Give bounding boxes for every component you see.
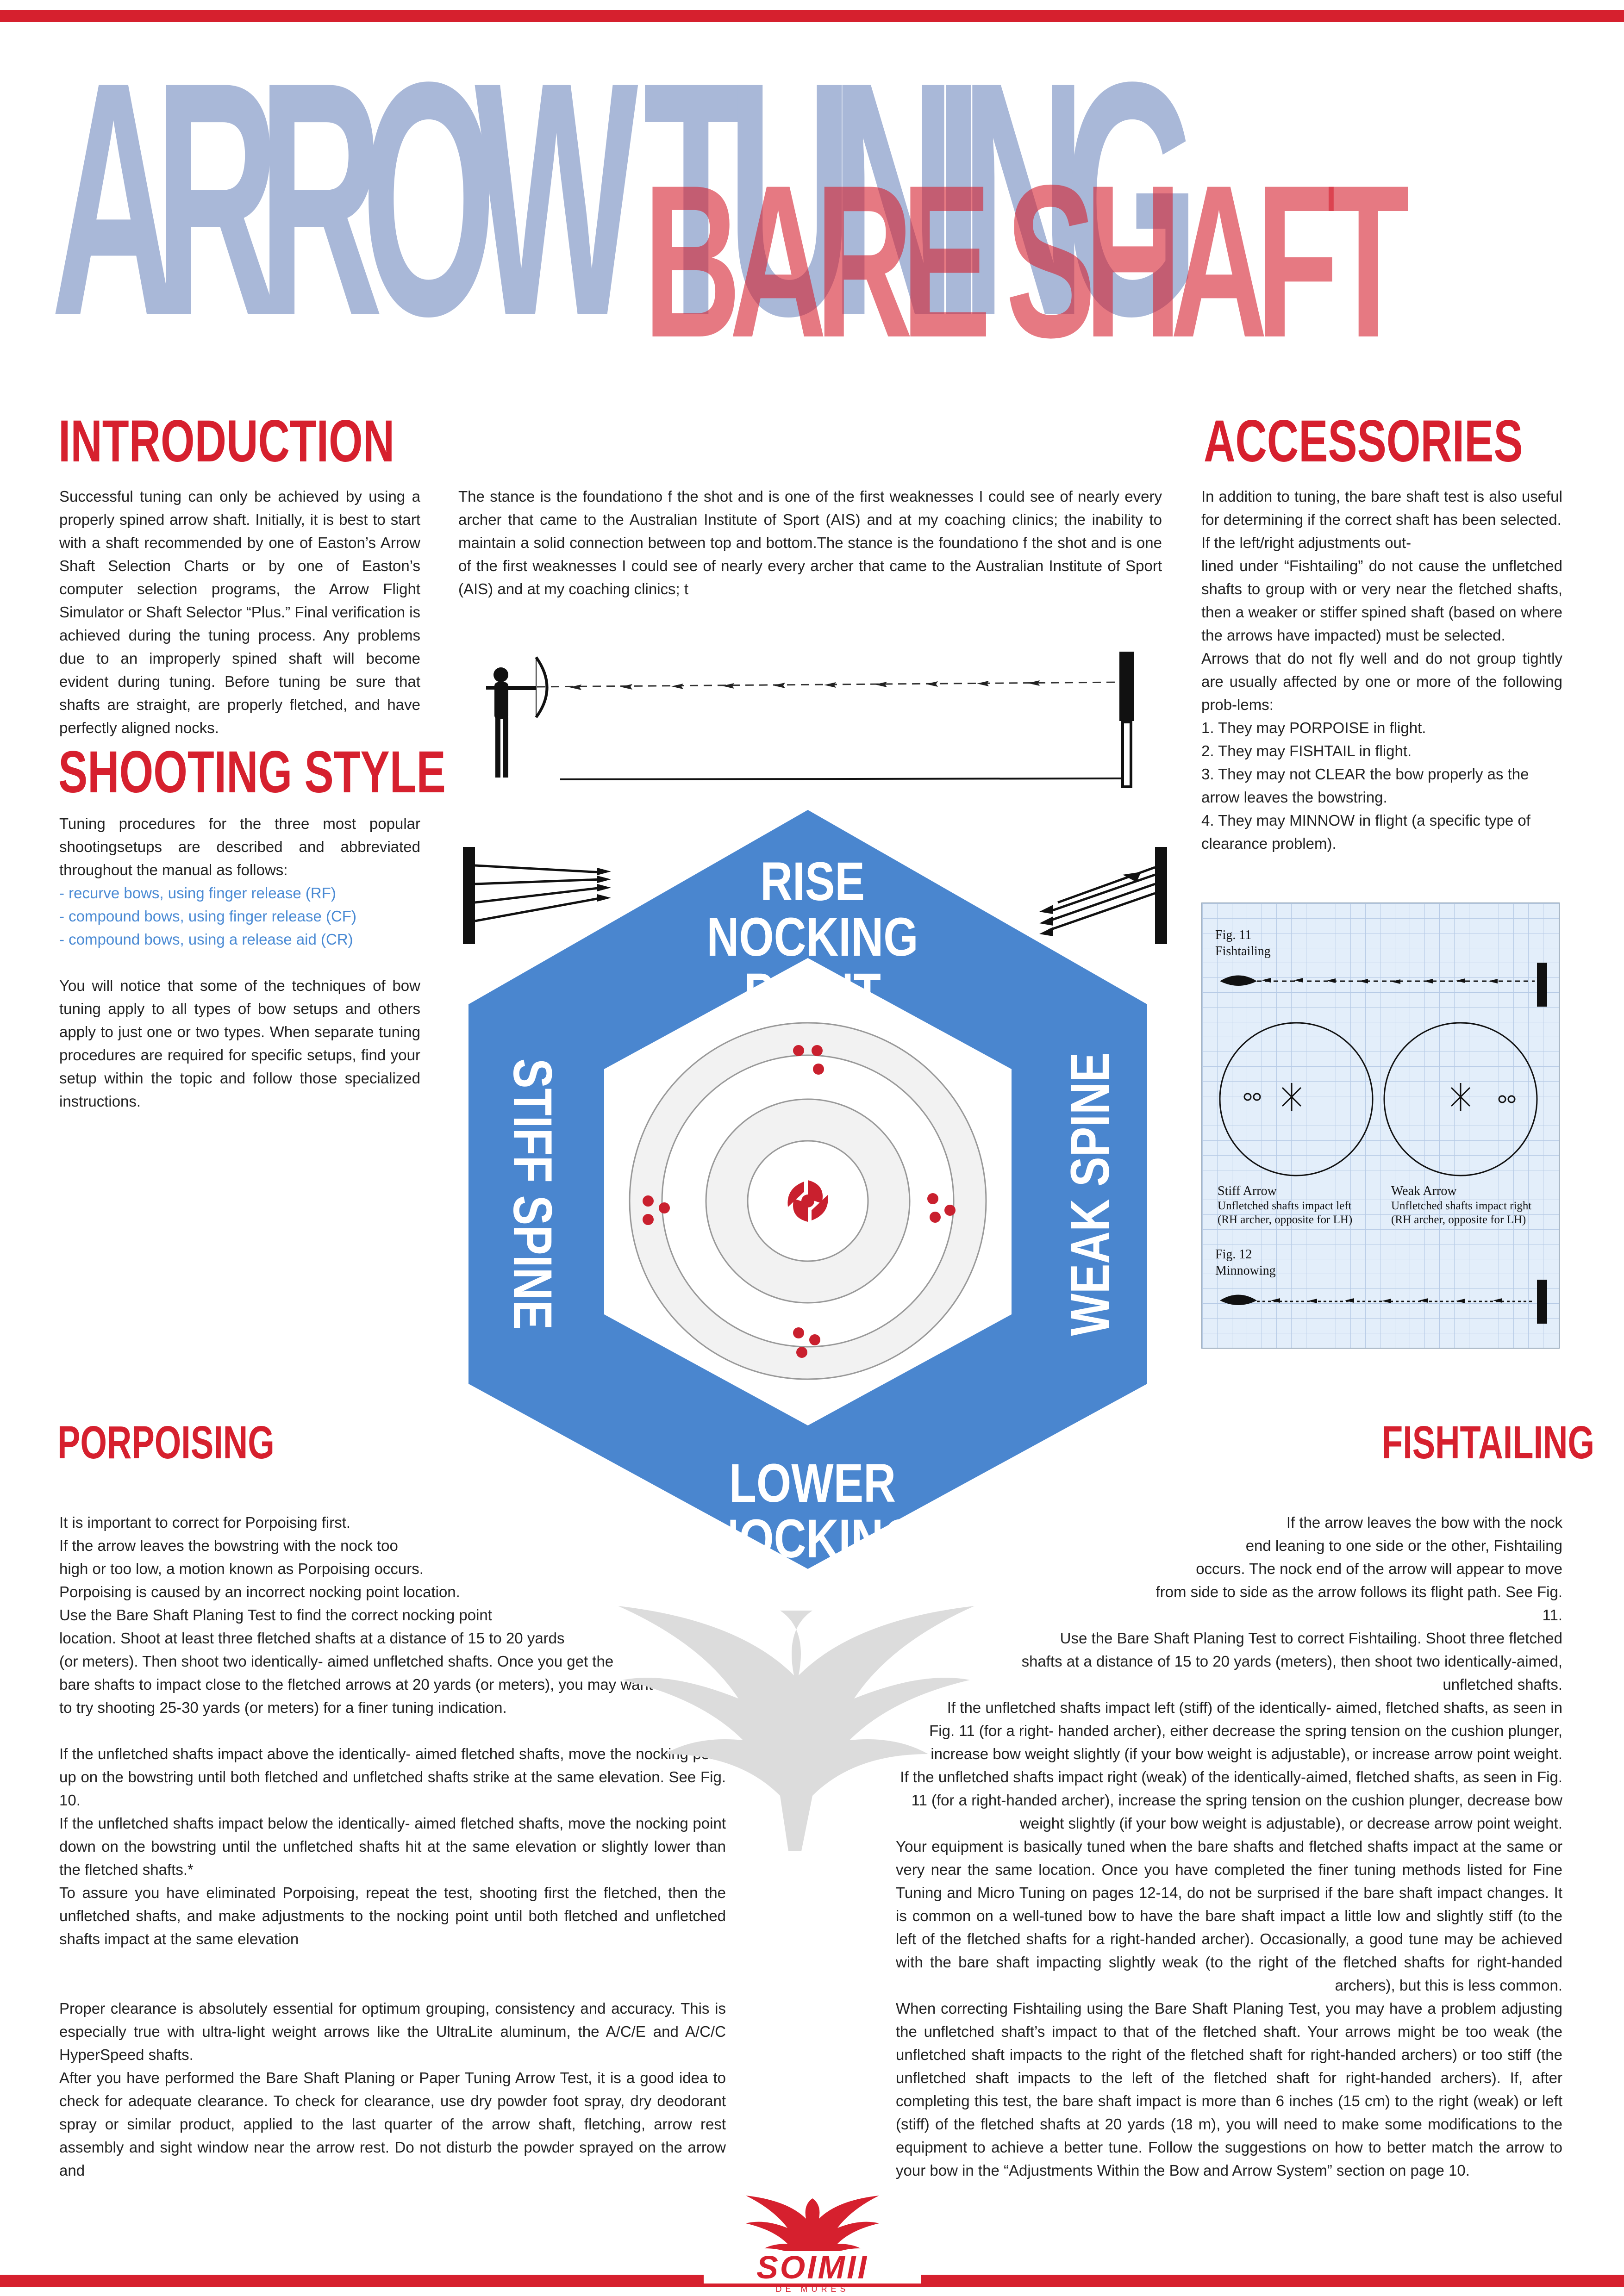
label-lower-nocking-point: LOWER NOCKING POINT — [706, 1453, 918, 1625]
fishtailing-line-1: If the arrow leaves the bow with the noc… — [1286, 1514, 1562, 1531]
accessories-line-4: Arrows that do not fly well and do not g… — [1201, 650, 1562, 713]
fishtailing-line-2: end leaning to one side or the other, Fi… — [1245, 1537, 1562, 1554]
arrows-group-left — [463, 847, 611, 944]
fishtailing-line-5: 11. — [1542, 1606, 1562, 1624]
fishtailing-line-11: increase bow weight slightly (if your bo… — [931, 1745, 1562, 1762]
fig12-label: Fig. 12 — [1215, 1247, 1252, 1262]
fishtailing-line-10: Fig. 11 (for a right- handed archer), ei… — [929, 1722, 1562, 1739]
weak-arrow-caption-2: (RH archer, opposite for LH) — [1391, 1213, 1526, 1226]
arrow-trail — [569, 680, 1040, 690]
shooting-style-heading: SHOOTING STYLE — [58, 739, 446, 805]
accessories-heading: ACCESSORIES — [1204, 408, 1523, 474]
porpoising-line-9: to try shooting 25-30 yards (or meters) … — [59, 1699, 507, 1716]
shooting-style-section: Tuning procedures for the three most pop… — [59, 812, 420, 1113]
impact-marks — [643, 1045, 956, 1358]
fishtailing-line-3: occurs. The nock end of the arrow will a… — [1196, 1560, 1562, 1577]
fig11-title: Fishtailing — [1215, 944, 1271, 958]
fishtailing-figure — [1201, 902, 1560, 1349]
stiff-arrow-target — [1219, 1022, 1374, 1176]
shooting-style-item-cf: - compound bows, using finger release (C… — [59, 908, 356, 925]
porpoising-line-8: bare shafts to impact close to the fletc… — [59, 1676, 653, 1693]
accessories-line-2: If the left/right adjustments out- — [1201, 534, 1412, 551]
fishtailing-paragraph-4: When correcting Fishtailing using the Ba… — [896, 2000, 1562, 2179]
label-stiff-spine: STIFF SPINE — [502, 1058, 563, 1330]
porpoising-line-3: high or too low, a motion known as Porpo… — [59, 1560, 424, 1577]
accessories-line-7: 3. They may not CLEAR the bow properly a… — [1201, 765, 1529, 806]
brand-logo-tagline: DE MURES — [775, 2284, 849, 2294]
introduction-heading: INTRODUCTION — [58, 408, 395, 474]
shooting-style-intro: Tuning procedures for the three most pop… — [59, 815, 420, 878]
introduction-body: Successful tuning can only be achieved b… — [59, 488, 420, 736]
fishtailing-figure-drawing — [1219, 963, 1547, 1324]
weak-arrow-target — [1383, 1022, 1538, 1176]
fishtailing-line-9: If the unfletched shafts impact left (st… — [947, 1699, 1562, 1716]
archer-illustration — [486, 652, 1134, 788]
arrows-group-right — [1039, 847, 1167, 944]
porpoising-line-7: (or meters). Then shoot two identically-… — [59, 1653, 614, 1670]
fishtailing-line-6: Use the Bare Shaft Planing Test to corre… — [1060, 1630, 1562, 1647]
stance-body: The stance is the foundationo f the shot… — [458, 488, 1162, 597]
top-bar — [0, 10, 1624, 22]
accessories-line-1: In addition to tuning, the bare shaft te… — [1201, 488, 1562, 528]
fishtailing-line-4: from side to side as the arrow follows i… — [1156, 1583, 1562, 1600]
accessories-line-6: 2. They may FISHTAIL in flight. — [1201, 742, 1412, 759]
weak-arrow-title: Weak Arrow — [1391, 1184, 1457, 1198]
porpoising-section: It is important to correct for Porpoisin… — [59, 1511, 726, 2182]
stiff-arrow-caption-1: Unfletched shafts impact left — [1218, 1200, 1352, 1212]
shooting-style-item-cr: - compound bows, using a release aid (CR… — [59, 931, 353, 948]
bow-icon — [535, 656, 549, 718]
accessories-line-5: 1. They may PORPOISE in flight. — [1201, 719, 1426, 736]
target-stand — [1119, 652, 1134, 721]
center-logo-icon — [787, 1180, 828, 1222]
fishtailing-paragraph-2: If the unfletched shafts impact right (w… — [900, 1768, 1562, 1832]
eagle-watermark-icon — [618, 1606, 974, 1851]
page-subtitle: BARE SHAFT — [643, 140, 1410, 383]
accessories-section: In addition to tuning, the bare shaft te… — [1201, 485, 1562, 855]
porpoising-paragraph-2: If the unfletched shafts impact above th… — [59, 1745, 726, 1809]
porpoising-line-6: location. Shoot at least three fletched … — [59, 1630, 565, 1647]
porpoising-line-5: Use the Bare Shaft Planing Test to find … — [59, 1606, 492, 1624]
weak-arrow-caption-1: Unfletched shafts impact right — [1391, 1200, 1532, 1212]
label-weak-spine: WEAK SPINE — [1060, 1052, 1121, 1336]
stiff-arrow-title: Stiff Arrow — [1218, 1184, 1277, 1198]
fishtailing-paragraph-3: Your equipment is basically tuned when t… — [896, 1838, 1562, 1994]
porpoising-line-1: It is important to correct for Porpoisin… — [59, 1514, 351, 1531]
fig12-title: Minnowing — [1215, 1263, 1276, 1278]
shooting-style-outro: You will notice that some of the techniq… — [59, 977, 420, 1110]
archer-figure — [486, 667, 536, 778]
label-rise-nocking-point: RISE NOCKING POINT — [706, 851, 918, 1023]
fishtailing-line-8: unfletched shafts. — [1443, 1676, 1562, 1693]
porpoising-line-4: Porpoising is caused by an incorrect noc… — [59, 1583, 460, 1600]
porpoising-heading: PORPOISING — [57, 1417, 275, 1468]
tuning-hexagon-diagram — [468, 810, 1147, 1569]
brand-logo-icon — [746, 2196, 879, 2276]
fishtailing-heading: FISHTAILING — [1382, 1417, 1595, 1468]
fishtailing-line-7: shafts at a distance of 15 to 20 yards (… — [1021, 1653, 1562, 1670]
fishtailing-section: If the arrow leaves the bow with the noc… — [896, 1511, 1562, 2182]
porpoising-paragraph-3: If the unfletched shafts impact below th… — [59, 1815, 726, 1878]
shooting-style-item-rf: - recurve bows, using finger release (RF… — [59, 884, 336, 902]
accessories-line-8: 4. They may MINNOW in flight (a specific… — [1201, 812, 1530, 852]
porpoising-paragraph-4: To assure you have eliminated Porpoising… — [59, 1884, 726, 1948]
page-title: ARROW TUNING — [51, 12, 1199, 385]
brand-logo-name: SOIMII — [704, 2251, 921, 2284]
stiff-arrow-caption-2: (RH archer, opposite for LH) — [1218, 1213, 1353, 1226]
clearance-paragraph-2: After you have performed the Bare Shaft … — [59, 2069, 726, 2179]
accessories-line-3: lined under “Fishtailing” do not cause t… — [1201, 557, 1562, 644]
clearance-paragraph-1: Proper clearance is absolutely essential… — [59, 2000, 726, 2063]
fig11-label: Fig. 11 — [1215, 928, 1252, 942]
porpoising-line-2: If the arrow leaves the bowstring with t… — [59, 1537, 398, 1554]
